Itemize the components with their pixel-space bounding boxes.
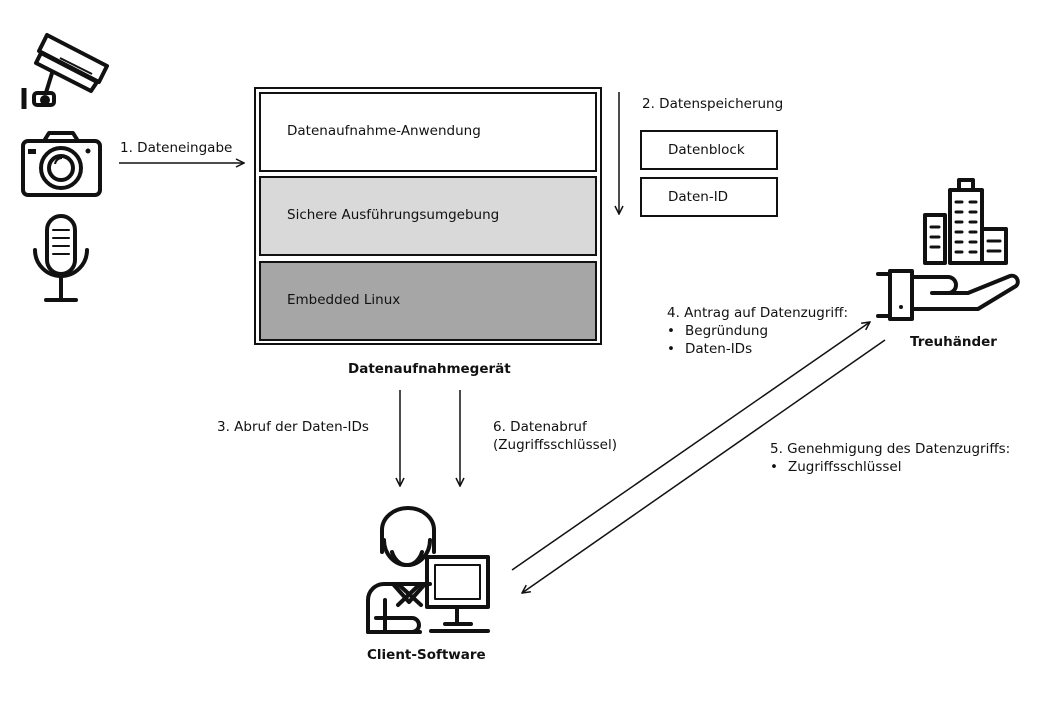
data-id-label: Daten-ID [668,189,729,205]
step5-list: Zugriffsschlüssel [770,458,1010,476]
step6-label: 6. Datenabruf (Zugriffsschlüssel) [493,418,617,454]
request-arrow [511,322,870,571]
data-block-label: Datenblock [668,142,745,158]
approval-arrow [522,339,886,593]
step5-label: 5. Genehmigung des Datenzugriffs: Zugrif… [770,440,1010,476]
security-camera-icon [21,33,109,109]
step6-line2: (Zugriffsschlüssel) [493,437,617,453]
step5-title: 5. Genehmigung des Datenzugriffs: [770,441,1011,457]
layer-capture-application: Datenaufnahme-Anwendung [259,92,597,172]
layer-capture-application-label: Datenaufnahme-Anwendung [287,123,481,139]
step5-item: Zugriffsschlüssel [770,458,1010,476]
data-id-box: Daten-ID [640,177,778,217]
layer-embedded-linux: Embedded Linux [259,261,597,341]
client-user-computer-icon [366,506,490,634]
layer-embedded-linux-label: Embedded Linux [287,292,401,308]
step4-label: 4. Antrag auf Datenzugriff: Begründung D… [667,304,848,358]
layer-secure-execution-environment: Sichere Ausführungsumgebung [259,176,597,256]
trustee-label: Treuhänder [910,334,997,350]
step4-list: Begründung Daten-IDs [667,322,848,358]
photo-camera-icon [21,131,102,197]
step4-title: 4. Antrag auf Datenzugriff: [667,305,848,321]
step4-item: Begründung [667,322,848,340]
layer-secure-execution-environment-label: Sichere Ausführungsumgebung [287,207,500,223]
device-caption: Datenaufnahmegerät [348,361,511,377]
data-capture-device [254,87,602,345]
storage-step-label: 2. Datenspeicherung [642,96,784,112]
data-block-box: Datenblock [640,130,778,170]
step4-item: Daten-IDs [667,340,848,358]
microphone-icon [33,214,89,302]
step3-label: 3. Abruf der Daten-IDs [217,419,369,435]
client-label: Client-Software [367,647,486,663]
step6-line1: 6. Datenabruf [493,419,587,435]
input-step-label: 1. Dateneingabe [120,140,233,156]
trustee-building-hand-icon [876,178,1020,321]
